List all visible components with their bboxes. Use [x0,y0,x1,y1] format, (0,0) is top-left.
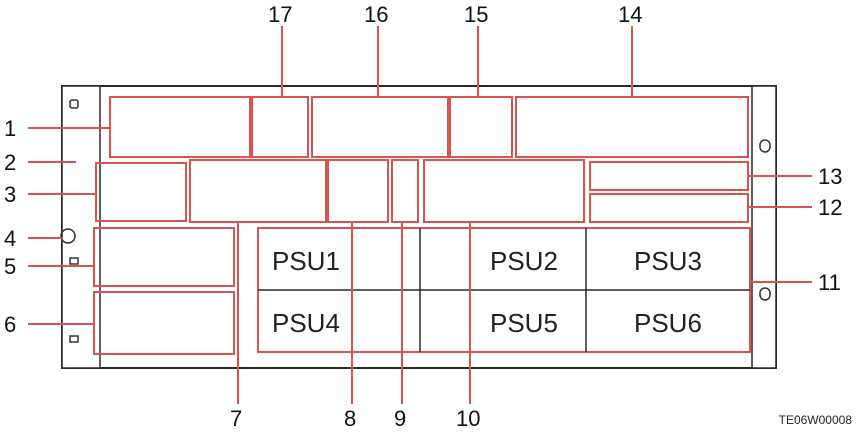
mount-hole-top-left [69,99,79,109]
callout-7: 7 [230,406,243,431]
leader-lines [28,26,812,404]
callout-13: 13 [818,164,843,189]
psu2-label: PSU2 [490,246,558,276]
figure-id: TE06W00008 [778,413,852,427]
monitoring-unit-10 [423,159,585,223]
chassis-right-ear [751,85,777,369]
psu6-label: PSU6 [634,308,702,338]
mount-hole-low-right [759,287,771,301]
breaker-group-7 [189,159,327,223]
callout-4: 4 [4,226,17,251]
callout-16: 16 [364,2,389,27]
breaker-group-17 [251,96,309,158]
callout-8: 8 [344,406,357,431]
psu5-label: PSU5 [490,308,558,338]
breaker-group-8 [327,159,389,223]
psu1-label: PSU1 [272,246,340,276]
mount-hole-mid-left [69,257,79,265]
callout-17: 17 [268,2,293,27]
callout-3: 3 [4,182,17,207]
breaker-group-9 [391,159,419,223]
breaker-group-15 [449,96,513,158]
callout-11: 11 [818,270,841,295]
psu3-label: PSU3 [634,246,702,276]
callout-14: 14 [618,2,643,27]
mount-hole-low-left [69,335,79,343]
breaker-group-3 [95,162,187,222]
callout-1: 1 [4,116,17,141]
breaker-group-16 [311,96,449,158]
callout-12: 12 [818,195,843,220]
callout-2: 2 [4,150,17,175]
callout-5: 5 [4,254,17,279]
psu4-label: PSU4 [272,308,340,338]
callout-15: 15 [464,2,489,27]
mount-hole-top-right [759,139,771,153]
callout-9: 9 [394,406,407,431]
panel-5 [93,227,235,287]
ground-screw-4 [60,228,76,244]
callout-6: 6 [4,312,17,337]
callout-10: 10 [456,406,481,431]
